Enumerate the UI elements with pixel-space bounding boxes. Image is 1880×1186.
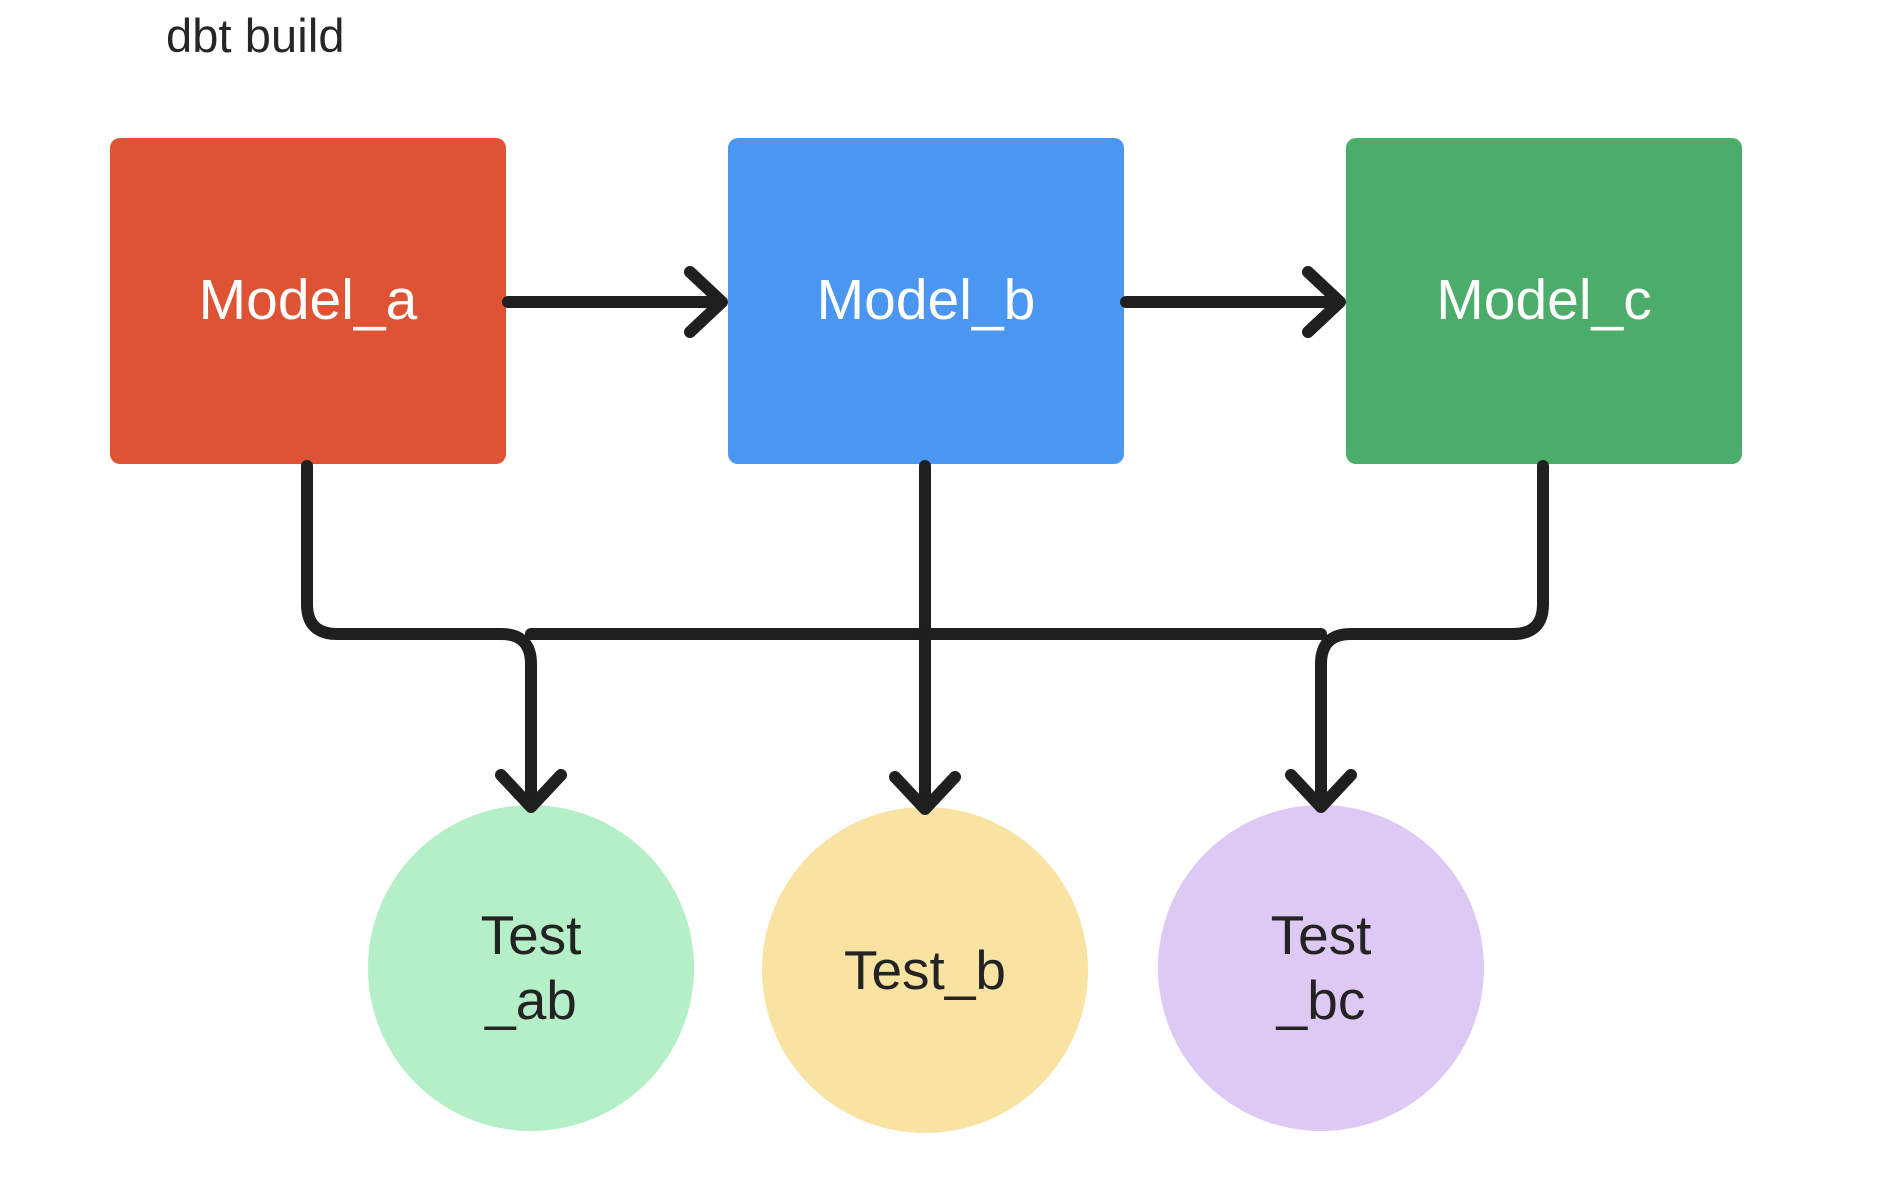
arrowhead-model-b-to-model-c <box>1302 266 1346 338</box>
edge-model-c-to-test-bc <box>1315 460 1549 806</box>
test-nodes <box>368 805 1484 1133</box>
node-model-b[interactable] <box>728 138 1124 464</box>
node-model-a[interactable] <box>110 138 506 464</box>
node-model-c[interactable] <box>1346 138 1742 464</box>
arrowhead-model-a-to-model-b <box>684 266 728 338</box>
arrowhead-model-c-to-test-bc <box>1285 769 1357 813</box>
edge-layer <box>301 266 1549 815</box>
page-title: dbt build <box>166 9 345 62</box>
arrowhead-model-a-to-test-ab <box>495 769 567 813</box>
node-test-b[interactable] <box>762 807 1088 1133</box>
arrowhead-model-b-to-test-b <box>889 771 961 815</box>
node-test-ab[interactable] <box>368 805 694 1131</box>
model-nodes <box>110 138 1742 464</box>
node-test-bc[interactable] <box>1158 805 1484 1131</box>
edge-model-a-to-test-ab <box>301 460 537 806</box>
